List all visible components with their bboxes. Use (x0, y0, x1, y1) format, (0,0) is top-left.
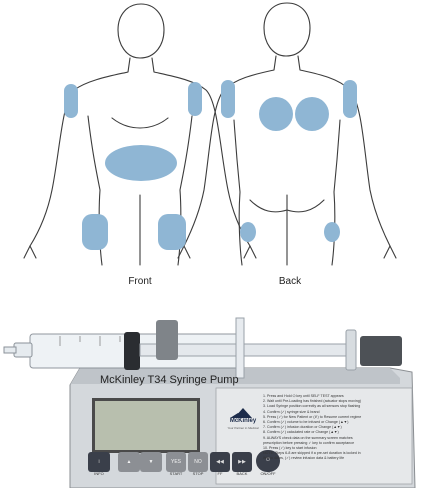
yes-start-key[interactable]: YES (166, 452, 186, 472)
site-front-left-arm (64, 84, 78, 118)
site-front-right-arm (188, 82, 202, 116)
lcd-display (92, 398, 200, 453)
site-back-left-arm (221, 80, 235, 118)
site-front-right-thigh (158, 214, 186, 250)
site-back-right-buttock (324, 222, 340, 242)
injection-site-figures (0, 0, 425, 290)
site-back-left-upper-back (259, 97, 293, 131)
site-front-left-thigh (82, 214, 108, 250)
front-caption: Front (100, 276, 180, 287)
site-back-right-upper-back (295, 97, 329, 131)
syringe-clamp (156, 320, 178, 360)
up-key[interactable]: ▲ (118, 452, 140, 472)
key-label-info: INFO (86, 471, 112, 476)
site-back-right-arm (343, 80, 357, 118)
back-key[interactable]: ▶▶ (232, 452, 252, 472)
site-back-left-buttock (240, 222, 256, 242)
syringe-plunger-rubber (124, 332, 140, 370)
instruction-list: 1. Press and Hold ⏻ key until SELF TEST … (263, 394, 413, 462)
back-body-outline (178, 3, 396, 265)
no-stop-key[interactable]: NO (188, 452, 208, 472)
key-label-onoff: ON/OFF (255, 471, 281, 476)
down-key[interactable]: ▼ (140, 452, 162, 472)
site-front-abdomen (105, 145, 177, 181)
front-body-outline (24, 4, 256, 265)
brand-tagline: Your Partner in Medical (224, 426, 262, 430)
instruction-note: Within 48hrs, (✓) review infusion data &… (263, 456, 413, 461)
brand-label: McKinley (226, 418, 260, 424)
key-label-back: BACK (229, 471, 255, 476)
back-caption: Back (250, 276, 330, 287)
pump-title: McKinley T34 Syringe Pump (100, 374, 270, 386)
info-key[interactable]: i (88, 452, 110, 472)
ff-key[interactable]: ◀◀ (210, 452, 230, 472)
